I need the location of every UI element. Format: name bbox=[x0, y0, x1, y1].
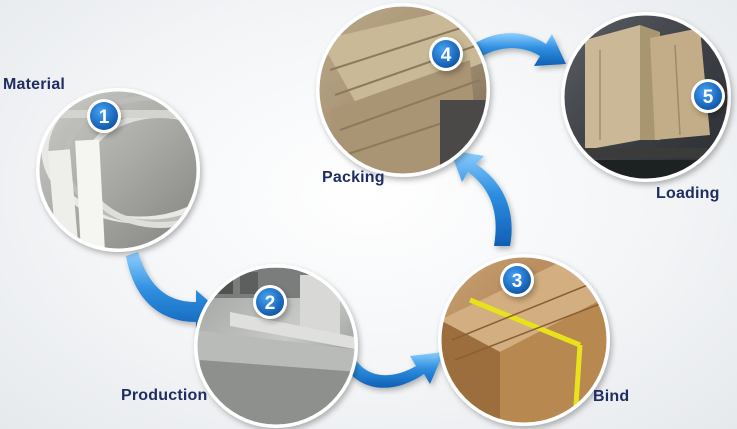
badge-3-number: 3 bbox=[512, 271, 523, 292]
step-loading-photo bbox=[561, 12, 731, 182]
step-label-production: Production bbox=[121, 387, 208, 404]
arrow-material-to-production bbox=[126, 252, 222, 336]
badge-2-number: 2 bbox=[265, 293, 276, 314]
badge-1: 1 bbox=[87, 99, 121, 133]
arrow-packing-to-loading bbox=[468, 33, 566, 66]
badge-2: 2 bbox=[253, 285, 287, 319]
step-label-bind: Bind bbox=[593, 388, 630, 405]
step-label-loading: Loading bbox=[656, 185, 720, 202]
badge-5-number: 5 bbox=[703, 87, 714, 108]
badge-4-number: 4 bbox=[441, 45, 452, 66]
step-label-material: Material bbox=[3, 76, 66, 93]
arrow-production-to-bind bbox=[346, 352, 444, 388]
badge-3: 3 bbox=[500, 263, 534, 297]
badge-5: 5 bbox=[691, 79, 725, 113]
badge-4: 4 bbox=[429, 37, 463, 71]
step-material-photo bbox=[36, 88, 200, 252]
step-packing-photo bbox=[316, 3, 490, 177]
badge-1-number: 1 bbox=[99, 107, 110, 128]
arrow-bind-to-packing bbox=[450, 150, 512, 246]
step-label-packing: Packing bbox=[322, 169, 385, 186]
